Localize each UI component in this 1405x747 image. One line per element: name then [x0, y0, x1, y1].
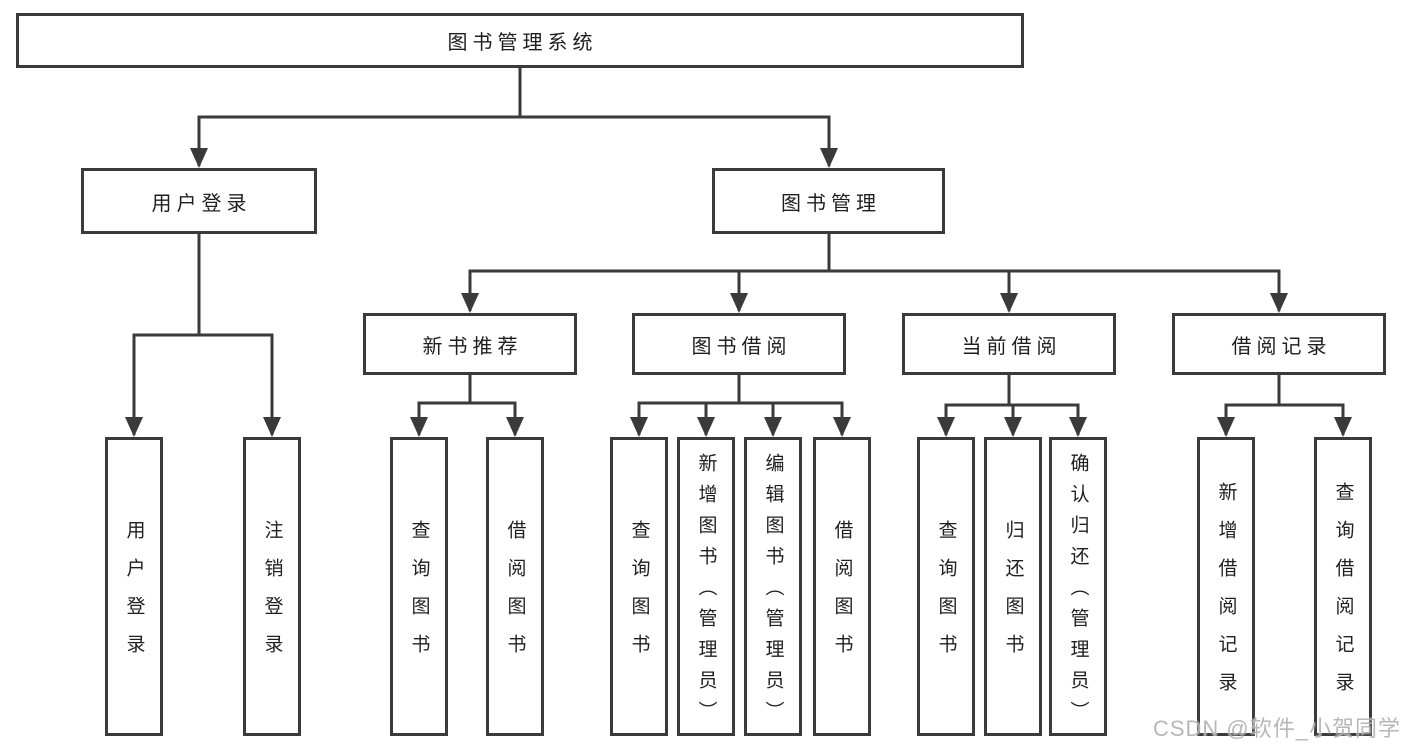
node-label: 查询借阅记录	[1332, 482, 1354, 710]
node-leaf-query-books-borrow: 查询图书	[610, 437, 668, 736]
node-leaf-logout: 注销登录	[243, 437, 301, 736]
node-leaf-borrow-books-recommend: 借阅图书	[486, 437, 544, 736]
node-borrowing-records: 借阅记录	[1172, 313, 1386, 375]
node-leaf-edit-books-admin: 编辑图书（管理员）	[744, 437, 802, 736]
node-label: 新增图书（管理员）	[695, 453, 717, 732]
node-leaf-query-books-recommend: 查询图书	[390, 437, 448, 736]
node-label: 借阅图书	[831, 520, 853, 672]
node-label: 图书管理	[781, 192, 881, 215]
node-label: 借阅图书	[504, 520, 526, 672]
node-label: 新书推荐	[422, 335, 523, 358]
node-leaf-confirm-return-admin: 确认归还（管理员）	[1049, 437, 1107, 736]
node-leaf-add-borrow-record: 新增借阅记录	[1197, 437, 1255, 736]
node-leaf-add-books-admin: 新增图书（管理员）	[677, 437, 735, 736]
node-label: 注销登录	[261, 520, 283, 672]
node-label: 图书管理系统	[447, 32, 598, 54]
node-label: 用户登录	[123, 520, 145, 672]
connector-lines	[132, 68, 1345, 435]
node-label: 查询图书	[628, 520, 650, 672]
node-label: 查询图书	[935, 520, 957, 672]
node-label: 确认归还（管理员）	[1067, 453, 1089, 732]
node-book-management: 图书管理	[712, 168, 945, 234]
node-label: 借阅记录	[1231, 335, 1332, 358]
node-leaf-user-login: 用户登录	[105, 437, 163, 736]
node-label: 用户登录	[151, 192, 252, 215]
node-book-borrowing: 图书借阅	[632, 313, 846, 375]
arrowhead-icons	[125, 148, 1352, 437]
node-label: 查询图书	[408, 520, 430, 672]
node-leaf-query-books-current: 查询图书	[917, 437, 975, 736]
node-label: 图书借阅	[691, 335, 792, 358]
node-library-system: 图书管理系统	[16, 13, 1024, 68]
node-new-book-recommend: 新书推荐	[363, 313, 577, 375]
node-leaf-query-borrow-record: 查询借阅记录	[1314, 437, 1372, 736]
node-user-login-branch: 用户登录	[81, 168, 317, 234]
node-leaf-return-books: 归还图书	[984, 437, 1042, 736]
node-current-borrowing: 当前借阅	[902, 313, 1116, 375]
watermark: CSDN @软件_小贺同学	[1152, 716, 1401, 741]
node-label: 编辑图书（管理员）	[762, 453, 784, 732]
node-label: 新增借阅记录	[1215, 482, 1237, 710]
node-label: 当前借阅	[961, 335, 1062, 358]
node-label: 归还图书	[1002, 520, 1024, 672]
node-leaf-borrow-books: 借阅图书	[813, 437, 871, 736]
